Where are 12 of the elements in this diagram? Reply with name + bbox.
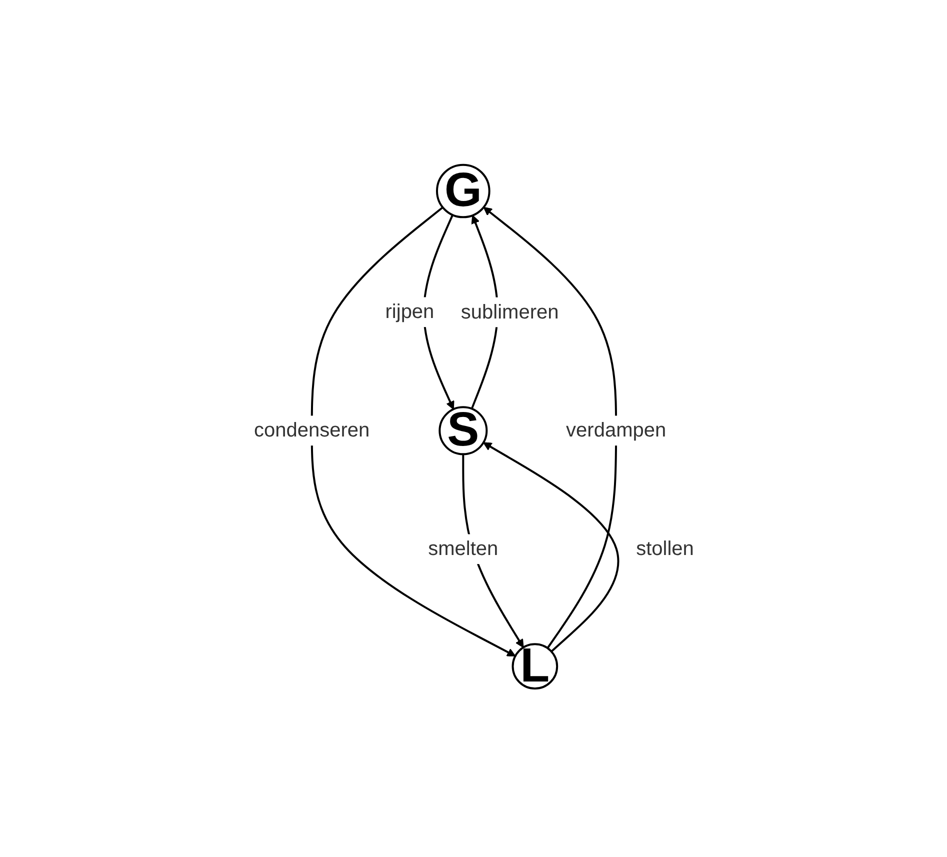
edge-label: smelten	[428, 538, 498, 560]
edge-label: rijpen	[384, 301, 434, 323]
edge-label: sublimeren	[460, 301, 558, 324]
edge-label: condenseren	[254, 420, 370, 442]
node-circle: L	[511, 643, 558, 690]
edge-label: stollen	[636, 538, 694, 560]
node-circle: S	[438, 406, 488, 455]
arrow	[310, 206, 516, 656]
edge-label: verdampen	[566, 420, 666, 442]
node-circle: G	[436, 164, 490, 218]
arrow	[482, 442, 619, 652]
arrow	[482, 206, 617, 649]
